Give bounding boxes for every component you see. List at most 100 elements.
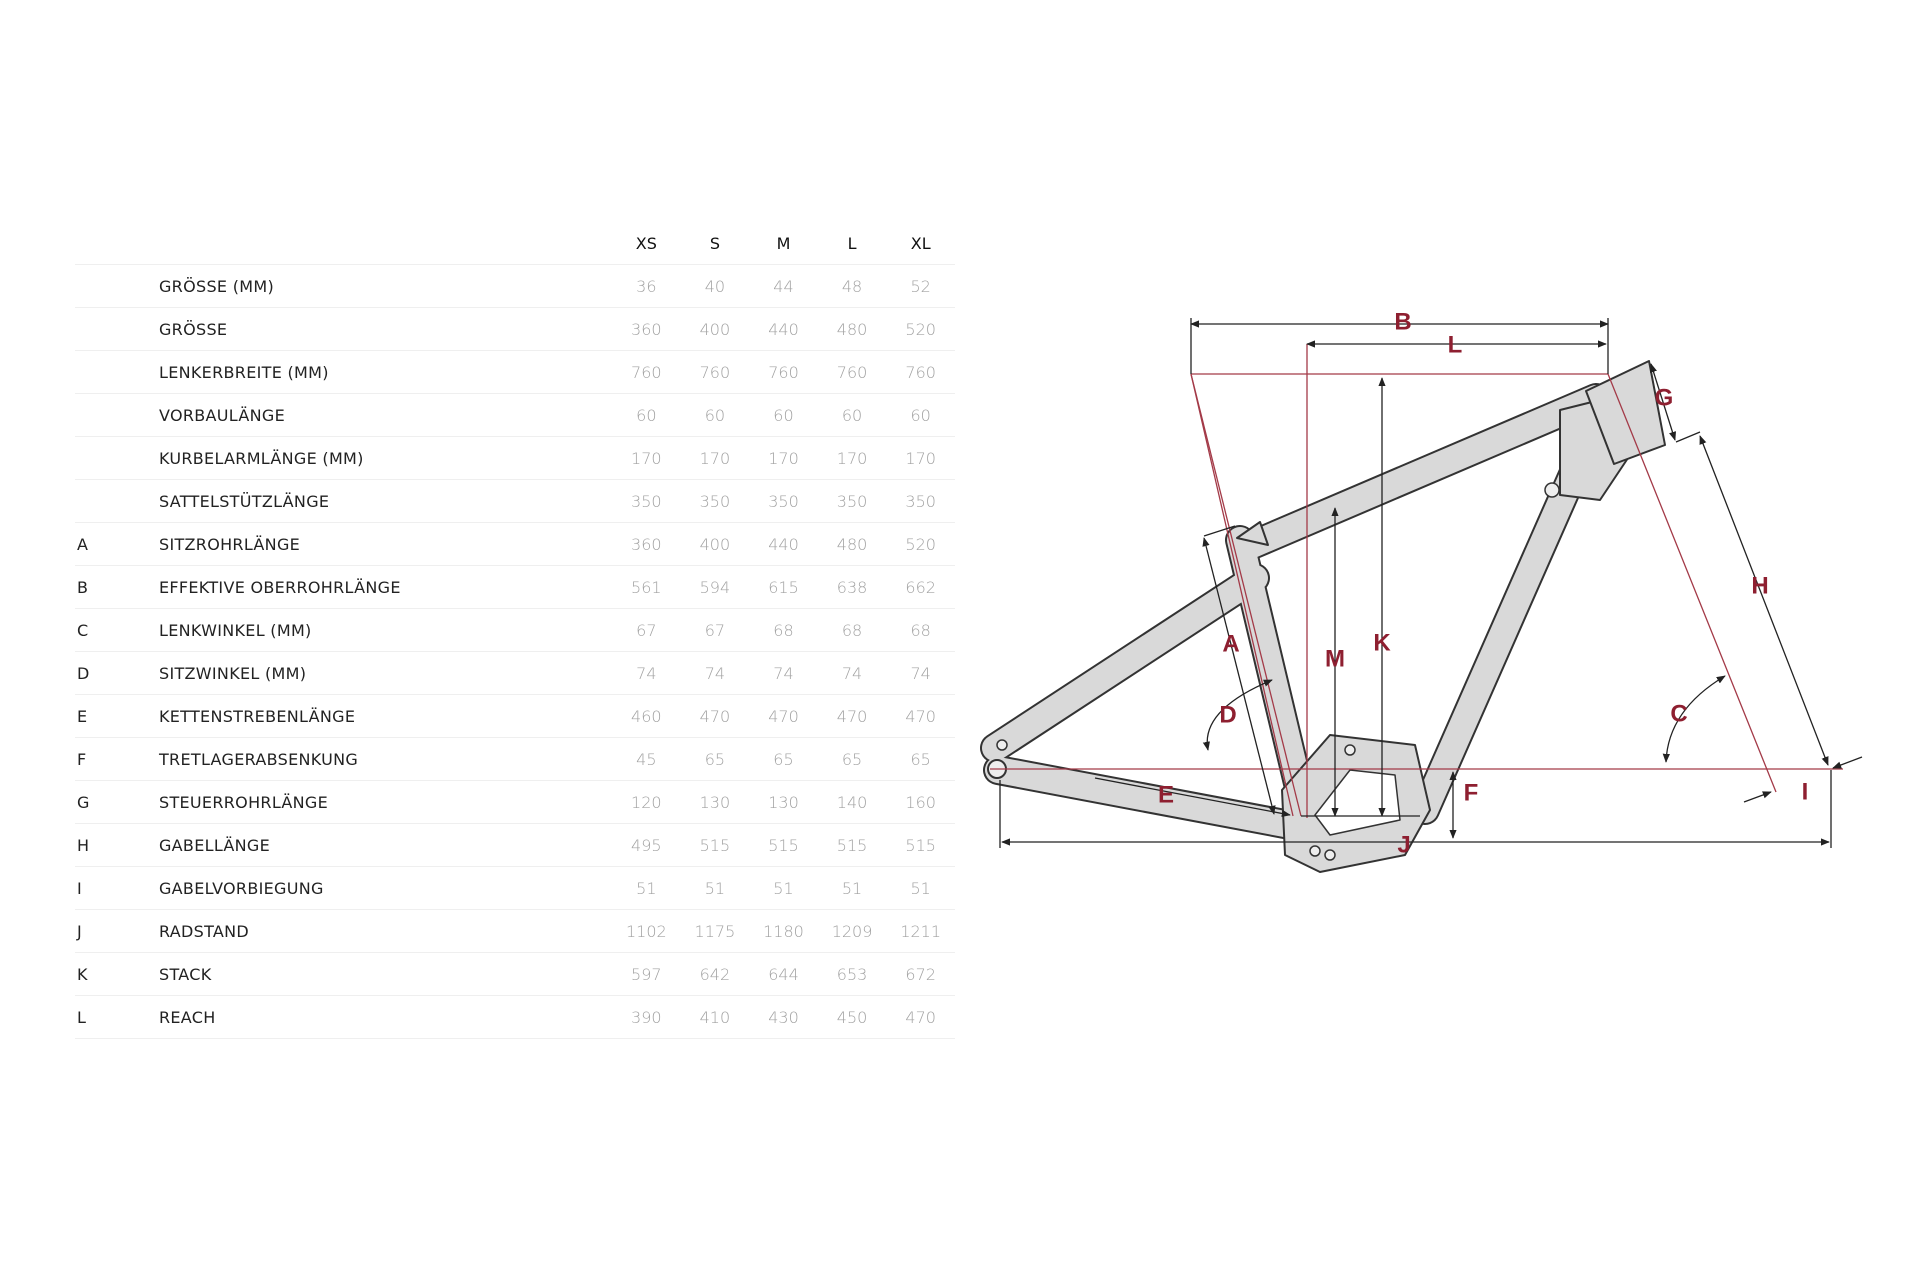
measurement-value: 470 <box>817 694 887 738</box>
measurement-value: 68 <box>886 608 955 652</box>
label-m: M <box>1325 645 1345 672</box>
measurement-label: RADSTAND <box>158 909 613 953</box>
dimension-letter <box>75 264 159 308</box>
measurement-label: GRÖSSE (MM) <box>158 264 613 308</box>
label-f: F <box>1464 779 1479 806</box>
measurement-value: 120 <box>612 780 681 824</box>
measurement-value: 470 <box>680 694 750 738</box>
measurement-value: 515 <box>749 823 818 867</box>
measurement-value: 60 <box>817 393 887 437</box>
measurement-value: 638 <box>817 565 887 609</box>
measurement-value: 51 <box>680 866 750 910</box>
measurement-value: 60 <box>886 393 955 437</box>
dimension-letter: D <box>75 651 159 695</box>
label-g: G <box>1655 384 1674 411</box>
measurement-label: GRÖSSE <box>158 307 613 351</box>
measurement-value: 51 <box>817 866 887 910</box>
measurement-label: KURBELARMLÄNGE (MM) <box>158 436 613 480</box>
label-a: A <box>1222 630 1239 657</box>
measurement-value: 1180 <box>749 909 818 953</box>
measurement-value: 642 <box>680 952 750 996</box>
measurement-value: 51 <box>612 866 681 910</box>
dimension-letter <box>75 350 159 394</box>
measurement-value: 760 <box>817 350 887 394</box>
label-l: L <box>1448 331 1463 358</box>
label-h: H <box>1751 572 1768 599</box>
measurement-value: 51 <box>886 866 955 910</box>
frame-drawing <box>980 360 1666 873</box>
dimension-labels: B L K M A D E F J G H C I <box>1158 308 1808 858</box>
label-c: C <box>1670 700 1687 727</box>
label-j: J <box>1397 831 1410 858</box>
measurement-label: KETTENSTREBENLÄNGE <box>158 694 613 738</box>
measurement-value: 470 <box>886 694 955 738</box>
measurement-value: 450 <box>817 995 887 1039</box>
guide-lines <box>990 344 1843 818</box>
measurement-value: 520 <box>886 307 955 351</box>
dimension-letter <box>75 307 159 351</box>
measurement-value: 644 <box>749 952 818 996</box>
dimension-letter: B <box>75 565 159 609</box>
measurement-value: 170 <box>886 436 955 480</box>
dimension-letter: C <box>75 608 159 652</box>
measurement-value: 350 <box>817 479 887 523</box>
measurement-value: 160 <box>886 780 955 824</box>
measurement-value: 495 <box>612 823 681 867</box>
dimension-letter: I <box>75 866 159 910</box>
measurement-value: 350 <box>680 479 750 523</box>
measurement-value: 52 <box>886 264 955 308</box>
measurement-value: 360 <box>612 307 681 351</box>
measurement-value: 65 <box>680 737 750 781</box>
measurement-value: 653 <box>817 952 887 996</box>
measurement-value: 430 <box>749 995 818 1039</box>
dimension-letter: E <box>75 694 159 738</box>
label-k: K <box>1373 629 1391 656</box>
measurement-value: 515 <box>680 823 750 867</box>
dimension-letter: H <box>75 823 159 867</box>
measurement-value: 74 <box>886 651 955 695</box>
size-header: L <box>847 233 857 253</box>
measurement-value: 410 <box>680 995 750 1039</box>
measurement-value: 1175 <box>680 909 750 953</box>
measurement-value: 74 <box>680 651 750 695</box>
measurement-value: 170 <box>612 436 681 480</box>
measurement-label: SITZROHRLÄNGE <box>158 522 613 566</box>
measurement-label: TRETLAGERABSENKUNG <box>158 737 613 781</box>
measurement-value: 400 <box>680 307 750 351</box>
dimension-letter <box>75 479 159 523</box>
measurement-value: 1211 <box>886 909 955 953</box>
measurement-value: 68 <box>749 608 818 652</box>
measurement-value: 170 <box>680 436 750 480</box>
measurement-value: 760 <box>612 350 681 394</box>
dimension-letter: G <box>75 780 159 824</box>
measurement-value: 400 <box>680 522 750 566</box>
measurement-value: 672 <box>886 952 955 996</box>
measurement-value: 40 <box>680 264 750 308</box>
measurement-value: 760 <box>749 350 818 394</box>
measurement-value: 390 <box>612 995 681 1039</box>
measurement-value: 480 <box>817 307 887 351</box>
size-header: XL <box>910 233 931 253</box>
measurement-value: 470 <box>886 995 955 1039</box>
measurement-value: 36 <box>612 264 681 308</box>
dimension-letter <box>75 436 159 480</box>
measurement-value: 662 <box>886 565 955 609</box>
measurement-value: 74 <box>612 651 681 695</box>
measurement-value: 170 <box>749 436 818 480</box>
measurement-label: GABELLÄNGE <box>158 823 613 867</box>
measurement-value: 440 <box>749 307 818 351</box>
measurement-value: 130 <box>749 780 818 824</box>
